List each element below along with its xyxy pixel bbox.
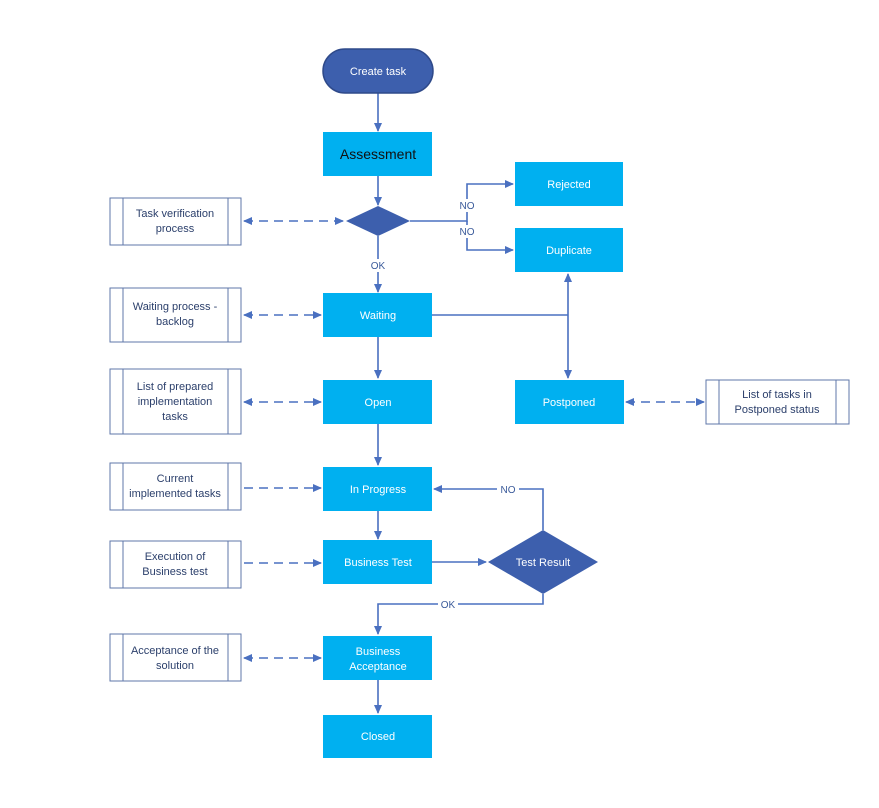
edge-label-no-duplicate: NO [460,227,475,238]
node-assessment[interactable]: Assessment [323,132,432,176]
task-verification-line1: Task verification [136,208,214,220]
prepared-tasks-line1: List of prepared [137,381,213,393]
node-waiting[interactable]: Waiting [323,293,432,337]
edge-testresult-inprogress [433,485,544,530]
acceptance-solution-line1: Acceptance of the [131,645,219,657]
create-task-label: Create task [350,66,407,78]
rejected-label: Rejected [547,179,590,191]
task-verification-line2: process [156,223,195,235]
business-acceptance-label-line1: Business [356,646,401,658]
business-test-label: Business Test [344,557,412,569]
note-postponed-list[interactable]: List of tasks in Postponed status [705,379,850,425]
prepared-tasks-line3: tasks [162,411,188,423]
node-in-progress[interactable]: In Progress [323,467,432,511]
edge-label-no-rejected: NO [460,201,475,212]
postponed-list-line1: List of tasks in [742,389,812,401]
edge-label-ok-waiting: OK [371,261,386,272]
execution-test-line2: Business test [142,566,207,578]
execution-test-line1: Execution of [145,551,206,563]
waiting-label: Waiting [360,310,396,322]
prepared-tasks-line2: implementation [138,396,213,408]
node-business-test[interactable]: Business Test [323,540,432,584]
acceptance-solution-line2: solution [156,660,194,672]
note-current-tasks[interactable]: Current implemented tasks [109,462,242,511]
waiting-process-line2: backlog [156,316,194,328]
edge-label-no-retest: NO [501,485,516,496]
postponed-label: Postponed [543,397,596,409]
node-rejected[interactable]: Rejected [515,162,623,206]
current-tasks-line2: implemented tasks [129,488,221,500]
open-label: Open [365,397,392,409]
note-execution-test[interactable]: Execution of Business test [109,540,242,589]
duplicate-label: Duplicate [546,245,592,257]
in-progress-label: In Progress [350,484,407,496]
node-verification-decision[interactable] [346,206,410,236]
test-result-label: Test Result [516,557,570,569]
closed-label: Closed [361,731,395,743]
note-acceptance-solution[interactable]: Acceptance of the solution [109,633,242,682]
edge-label-ok-acceptance: OK [441,600,456,611]
note-prepared-tasks[interactable]: List of prepared implementation tasks [109,368,242,435]
node-create-task[interactable]: Create task [322,48,434,94]
dashed-links [243,217,705,662]
current-tasks-line1: Current [157,473,194,485]
node-duplicate[interactable]: Duplicate [515,228,623,272]
connectors [374,93,572,714]
waiting-process-line1: Waiting process - [133,301,218,313]
node-business-acceptance[interactable]: Business Acceptance [323,636,432,680]
postponed-list-line2: Postponed status [734,404,820,416]
note-task-verification[interactable]: Task verification process [109,197,242,246]
node-closed[interactable]: Closed [323,715,432,758]
edge-labels: NO NO OK NO OK [368,199,519,611]
node-postponed[interactable]: Postponed [515,380,624,424]
note-waiting-process[interactable]: Waiting process - backlog [109,287,242,343]
business-acceptance-label-line2: Acceptance [349,661,406,673]
node-test-result[interactable]: Test Result [488,530,598,594]
node-open[interactable]: Open [323,380,432,424]
assessment-label: Assessment [340,146,416,162]
edge-testresult-acceptance [374,594,544,635]
